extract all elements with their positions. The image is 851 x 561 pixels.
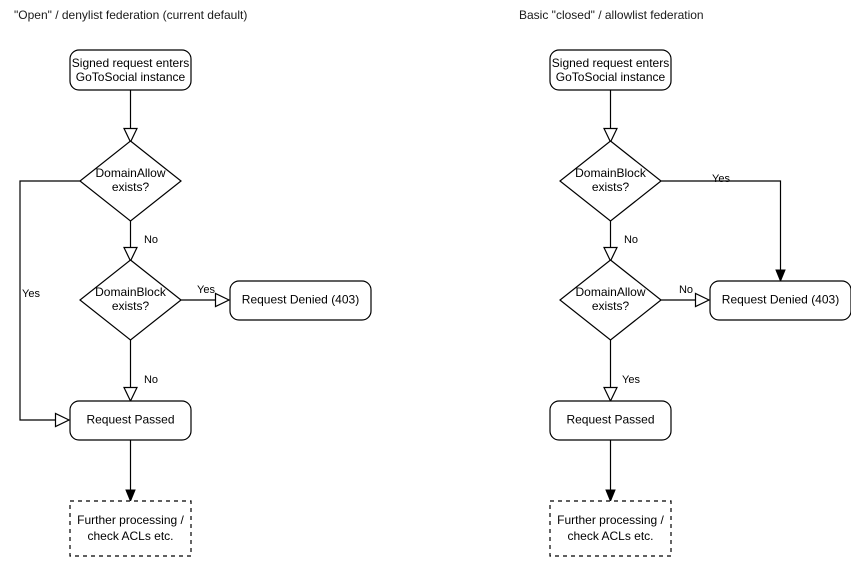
edge-domainallow-no-closed: No (661, 284, 711, 308)
node-domainallow-closed[interactable]: DomainAllow exists? (559, 259, 662, 341)
edge-label-domainallow-no: No (144, 234, 158, 246)
edge-label-domainallow-yes: Yes (22, 288, 40, 300)
node-request-denied-shape (229, 280, 372, 321)
edge-domainblock-yes-open: Yes (181, 284, 231, 308)
edge-label-domainallow-yes-closed: Yes (622, 374, 640, 386)
node-request-denied-open[interactable]: Request Denied (403) (229, 280, 372, 321)
node-further-processing-shape-closed (549, 500, 672, 557)
column-open-federation: "Open" / denylist federation (current de… (14, 8, 372, 557)
edge-label-domainblock-no: No (144, 374, 158, 386)
node-entry-label-line1-closed: Signed request enters (552, 56, 669, 70)
node-further-processing-label-line1: Further processing / (77, 513, 184, 527)
node-further-processing-label-line2-closed: check ACLs etc. (567, 529, 653, 543)
node-entry-closed[interactable]: Signed request enters GoToSocial instanc… (549, 49, 672, 91)
edge-passed-to-further-closed (605, 440, 616, 503)
edge-label-domainblock-yes-closed: Yes (712, 173, 730, 185)
column-title-closed-federation: Basic "closed" / allowlist federation (519, 8, 704, 22)
column-closed-federation: Basic "closed" / allowlist federation Si… (519, 8, 851, 557)
node-further-processing-closed[interactable]: Further processing / check ACLs etc. (549, 500, 672, 557)
node-domainblock-label-line2: exists? (112, 299, 150, 313)
edge-domainallow-yes-open: Yes (19, 180, 80, 428)
node-request-passed-closed[interactable]: Request Passed (549, 400, 672, 441)
node-further-processing-label-line1-closed: Further processing / (557, 513, 664, 527)
edge-domainallow-yes-closed: Yes (603, 340, 640, 403)
node-domainblock-label-line2-closed: exists? (592, 180, 630, 194)
edge-domainblock-yes-closed: Yes (661, 173, 786, 283)
node-entry-label-line1: Signed request enters (72, 56, 189, 70)
node-request-denied-shape-closed (709, 280, 851, 321)
node-entry-label-line2: GoToSocial instance (76, 70, 186, 84)
node-request-passed-open[interactable]: Request Passed (69, 400, 192, 441)
node-further-processing-open[interactable]: Further processing / check ACLs etc. (69, 500, 192, 557)
edge-entry-to-domainblock-closed (603, 90, 618, 144)
edge-domainblock-no-open: No (123, 340, 158, 403)
edge-label-domainallow-no-closed: No (679, 284, 693, 296)
node-further-processing-label-line2: check ACLs etc. (87, 529, 173, 543)
node-domainblock-closed[interactable]: DomainBlock exists? (559, 140, 662, 222)
node-domainallow-label-line1: DomainAllow (95, 166, 165, 180)
edge-passed-to-further-open (125, 440, 136, 503)
node-domainallow-label-line2-closed: exists? (592, 299, 630, 313)
node-domainblock-label-line1: DomainBlock (95, 285, 167, 299)
node-entry-open[interactable]: Signed request enters GoToSocial instanc… (69, 49, 192, 91)
node-further-processing-shape (69, 500, 192, 557)
node-request-passed-label: Request Passed (86, 413, 174, 427)
node-request-denied-label-closed: Request Denied (403) (722, 293, 839, 307)
node-domainallow-open[interactable]: DomainAllow exists? (79, 140, 182, 222)
node-domainblock-open[interactable]: DomainBlock exists? (79, 259, 182, 341)
node-request-passed-label-closed: Request Passed (566, 413, 654, 427)
node-request-denied-closed[interactable]: Request Denied (403) (709, 280, 851, 321)
node-entry-label-line2-closed: GoToSocial instance (556, 70, 666, 84)
node-request-denied-label: Request Denied (403) (242, 293, 359, 307)
node-domainblock-label-line1-closed: DomainBlock (575, 166, 647, 180)
column-title-open-federation: "Open" / denylist federation (current de… (14, 8, 247, 22)
edge-domainallow-no-open: No (123, 221, 158, 263)
node-domainallow-label-line2: exists? (112, 180, 150, 194)
edge-label-domainblock-yes: Yes (197, 284, 215, 296)
edge-entry-to-domainallow-open (123, 90, 138, 144)
node-domainallow-label-line1-closed: DomainAllow (575, 285, 645, 299)
edge-label-domainblock-no-closed: No (624, 234, 638, 246)
edge-domainblock-no-closed: No (603, 221, 638, 263)
